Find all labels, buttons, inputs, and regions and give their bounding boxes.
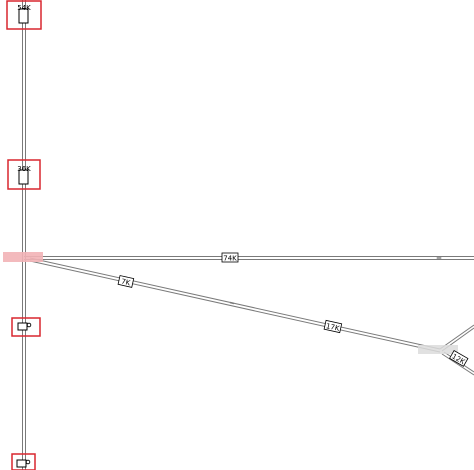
component-lower-bottom[interactable] xyxy=(11,453,36,470)
diagonal-line[interactable] xyxy=(29,257,441,353)
component-label: 36K xyxy=(17,165,31,173)
line-label-text: 74K xyxy=(223,255,237,263)
line-label-74k[interactable]: 74K xyxy=(221,252,239,263)
line-label-text: 17K xyxy=(325,322,340,333)
end-highlight xyxy=(418,345,458,354)
component-54k[interactable]: 54K xyxy=(6,0,42,30)
line-label-text: 7K xyxy=(120,278,131,288)
component-36k[interactable]: 36K xyxy=(7,159,41,190)
horizontal-line[interactable] xyxy=(24,256,474,260)
selection-box xyxy=(11,317,41,337)
vertical-line[interactable] xyxy=(22,0,26,470)
line-label-7k[interactable]: 7K xyxy=(117,275,135,288)
selection-box xyxy=(7,159,41,190)
rectangle-element-icon xyxy=(18,169,29,185)
box-with-ring-icon xyxy=(16,459,31,468)
component-lower-mid[interactable] xyxy=(11,317,41,337)
junction-node-icon[interactable] xyxy=(3,252,43,262)
rectangle-element-icon xyxy=(18,8,29,24)
selection-box xyxy=(6,0,42,30)
line-label-17k[interactable]: 17K xyxy=(323,319,343,334)
component-label: 54K xyxy=(17,4,31,12)
box-with-ring-icon xyxy=(17,322,32,331)
selection-box xyxy=(11,453,36,470)
